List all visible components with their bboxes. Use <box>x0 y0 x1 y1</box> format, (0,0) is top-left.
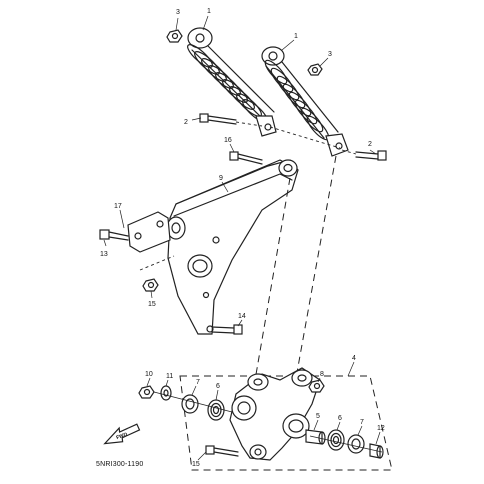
bolt-2-right[interactable] <box>341 149 387 161</box>
bolt-16[interactable] <box>229 151 263 165</box>
callout-4: 4 <box>352 355 356 362</box>
fwd-badge-text: FWD <box>116 431 129 441</box>
bolt-14[interactable] <box>211 324 243 335</box>
oil-seal-7-right[interactable] <box>347 434 365 454</box>
bolt-13[interactable] <box>99 229 129 241</box>
bearing-6-right[interactable] <box>327 429 345 451</box>
drawing-code: 5NRI300-1190 <box>96 461 143 468</box>
nut-8[interactable] <box>308 379 325 393</box>
collar-12[interactable] <box>369 443 384 459</box>
nut-10[interactable] <box>138 385 155 399</box>
callout-3-right: 3 <box>328 51 332 58</box>
callout-7-right: 7 <box>360 419 364 426</box>
callout-2-right: 2 <box>368 141 372 148</box>
callout-labels: 3 1 1 3 2 2 16 9 17 13 15 14 4 8 10 11 7… <box>100 8 385 468</box>
callout-7-left: 7 <box>196 379 200 386</box>
nut-3-left[interactable] <box>166 29 183 43</box>
dashed-guide-right <box>295 155 337 379</box>
hub-bracket[interactable] <box>229 367 321 461</box>
callout-6-right: 6 <box>338 415 342 422</box>
callout-12: 12 <box>377 425 385 432</box>
callout-16: 16 <box>224 137 232 144</box>
axis-right-bearings <box>309 435 383 453</box>
bearing-6-left[interactable] <box>207 399 225 421</box>
bolt-15-lower[interactable] <box>205 445 239 457</box>
fwd-arrow-icon <box>103 423 141 445</box>
callout-8: 8 <box>320 371 324 378</box>
callout-6-left: 6 <box>216 383 220 390</box>
callout-11: 11 <box>166 373 173 380</box>
callout-17: 17 <box>114 203 122 210</box>
callout-13: 13 <box>100 251 108 258</box>
callout-14: 14 <box>238 313 246 320</box>
nut-3-right[interactable] <box>307 63 323 76</box>
callout-3-left: 3 <box>176 9 180 16</box>
axis-line <box>269 126 341 149</box>
callout-15-upper: 15 <box>148 301 156 308</box>
nut-15-upper[interactable] <box>142 278 159 292</box>
callout-1-right: 1 <box>294 33 298 40</box>
callout-10: 10 <box>145 371 153 378</box>
link-plate-17[interactable] <box>127 211 171 253</box>
washer-11[interactable] <box>160 385 172 401</box>
callout-5: 5 <box>316 413 320 420</box>
callout-2-left: 2 <box>184 119 188 126</box>
callout-9: 9 <box>219 175 223 182</box>
shock-absorber-right[interactable] <box>261 46 349 157</box>
callout-1-left: 1 <box>207 8 211 15</box>
callout-15-lower: 15 <box>192 461 200 468</box>
oil-seal-7-left[interactable] <box>181 394 199 414</box>
axis-left-bearings <box>153 391 233 413</box>
leader-lines <box>103 15 381 461</box>
shock-absorber-left[interactable] <box>185 27 277 137</box>
dotted-guide-15 <box>139 255 175 271</box>
rear-arm-bracket-9[interactable] <box>166 159 299 335</box>
